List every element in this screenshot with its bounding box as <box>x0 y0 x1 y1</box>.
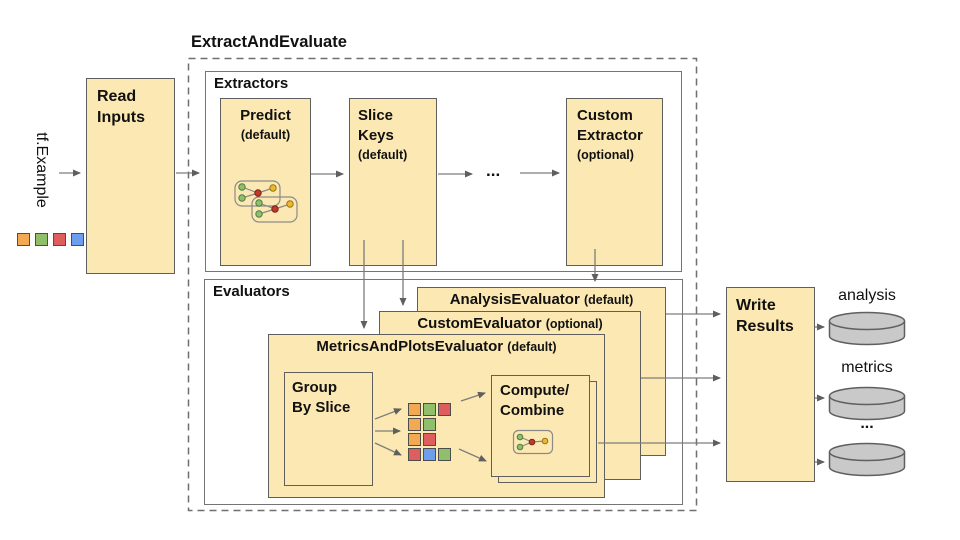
slice-group-row-4 <box>408 448 453 466</box>
red-data-square <box>438 403 451 416</box>
read-inputs-line1: Read <box>97 88 137 105</box>
metrics-output-label: metrics <box>841 359 893 376</box>
compute-combine-line2: Combine <box>500 402 565 419</box>
green-data-square <box>423 418 436 431</box>
green-data-square <box>438 448 451 461</box>
orange-data-square <box>408 403 421 416</box>
group-by-slice-line1: Group <box>292 379 337 396</box>
slice-keys-qualifier: (default) <box>358 148 408 162</box>
custom-evaluator-qualifier: (optional) <box>545 317 603 331</box>
red-data-square <box>423 433 436 446</box>
analysis-evaluator-qualifier: (default) <box>583 293 634 307</box>
slice-keys-name1: Slice <box>358 107 394 124</box>
blue-data-square <box>423 448 436 461</box>
green-data-square <box>423 403 436 416</box>
orange-data-square <box>408 418 421 431</box>
custom-extractor-qualifier: (optional) <box>577 148 634 162</box>
predict-name: Predict <box>240 107 291 124</box>
custom-extractor-name2: Extractor <box>577 127 643 144</box>
custom-extractor-box: Custom Extractor (optional) <box>566 98 663 266</box>
write-results-box: Write Results <box>726 287 815 482</box>
metrics-and-plots-evaluator-name: MetricsAndPlotsEvaluator <box>316 338 504 355</box>
read-inputs-line2: Inputs <box>97 109 145 126</box>
input-example-squares <box>17 233 89 251</box>
extractors-label: Extractors <box>214 75 289 92</box>
analysis-database-icon <box>828 311 906 346</box>
combine-graph-icon <box>512 429 554 455</box>
orange-data-square <box>408 433 421 446</box>
slice-keys-extractor-box: Slice Keys (default) <box>349 98 437 266</box>
custom-evaluator-name: CustomEvaluator <box>417 315 542 332</box>
more-database-icon <box>828 442 906 477</box>
more-extractors-ellipsis: ... <box>486 161 501 180</box>
more-outputs-ellipsis: ... <box>860 415 874 432</box>
write-results-line2: Results <box>736 318 794 335</box>
compute-combine-line1: Compute/ <box>500 382 570 399</box>
analysis-evaluator-name: AnalysisEvaluator <box>449 291 580 308</box>
red-data-square <box>408 448 421 461</box>
compute-combine-box: Compute/ Combine <box>491 375 590 477</box>
pipeline-title: ExtractAndEvaluate <box>191 33 347 51</box>
green-data-square <box>35 233 48 246</box>
write-results-line1: Write <box>736 297 776 314</box>
custom-extractor-name1: Custom <box>577 107 633 124</box>
group-by-slice-box: Group By Slice <box>284 372 373 486</box>
slice-keys-name2: Keys <box>358 127 394 144</box>
read-inputs-box: Read Inputs <box>86 78 175 274</box>
metrics-database-icon <box>828 386 906 421</box>
red-data-square <box>53 233 66 246</box>
predict-qualifier: (default) <box>240 128 291 142</box>
blue-data-square <box>71 233 84 246</box>
model-graph-icon <box>234 180 298 223</box>
group-by-slice-line2: By Slice <box>292 399 351 416</box>
metrics-and-plots-evaluator-qualifier: (default) <box>507 340 557 354</box>
input-label: tf.Example <box>33 132 50 208</box>
orange-data-square <box>17 233 30 246</box>
analysis-output-label: analysis <box>838 287 896 304</box>
